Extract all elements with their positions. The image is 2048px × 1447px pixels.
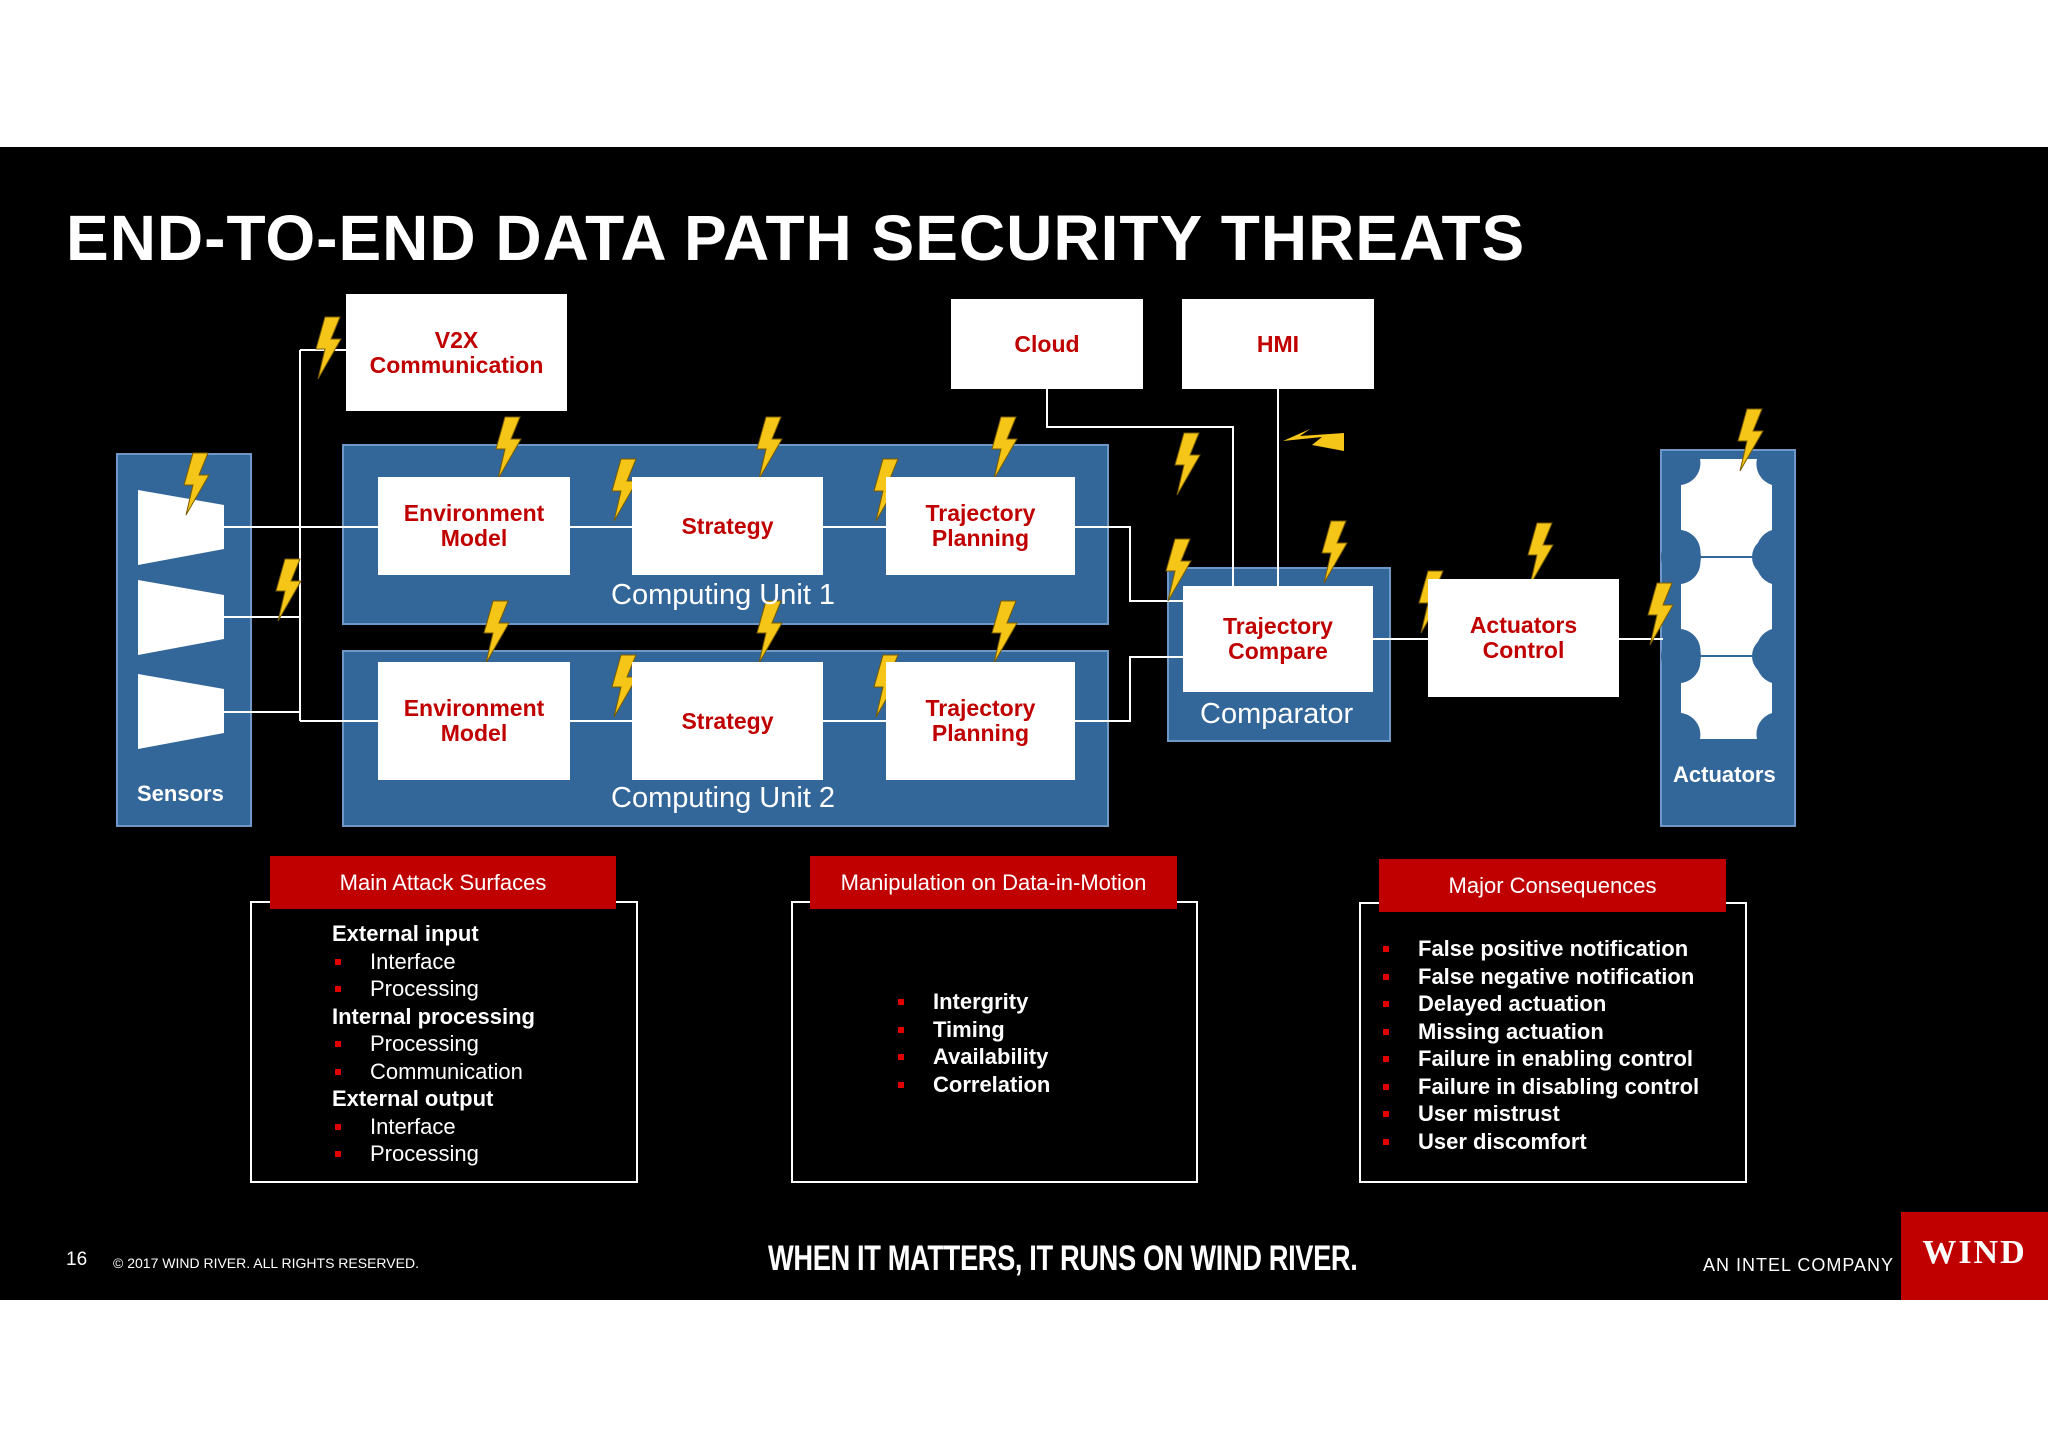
- lightning-bolt-icon: [275, 558, 302, 622]
- attack-item: Communication: [332, 1058, 622, 1086]
- consequence-item: False negative notification: [1380, 963, 1740, 991]
- manipulation-item: Timing: [895, 1016, 1175, 1044]
- sensor-shapes: [138, 490, 224, 749]
- wind-river-logo: WIND: [1901, 1212, 2048, 1300]
- comparator-label: Comparator: [1200, 698, 1354, 730]
- manipulation-item: Intergrity: [895, 988, 1175, 1016]
- lightning-bolt-icon: [483, 600, 510, 664]
- v2x-communication-box: V2X Communication: [346, 294, 567, 411]
- consequence-item: False positive notification: [1380, 935, 1740, 963]
- trajectory-compare-box: Trajectory Compare: [1183, 586, 1373, 692]
- lightning-bolt-icon: [1647, 582, 1674, 646]
- lightning-bolt-icon: [495, 416, 522, 480]
- lightning-bolt-icon: [1283, 429, 1344, 451]
- cu1-to-compare: [1075, 526, 1183, 602]
- tagline: WHEN IT MATTERS, IT RUNS ON WIND RIVER.: [768, 1239, 1358, 1278]
- lightning-bolt-icon: [991, 600, 1018, 664]
- attack-item: Processing: [332, 1030, 622, 1058]
- connector-lines: [224, 349, 1663, 722]
- sensor-icon: [138, 580, 224, 655]
- copyright: © 2017 WIND RIVER. ALL RIGHTS RESERVED.: [113, 1255, 419, 1271]
- cu1-environment-model: Environment Model: [378, 477, 570, 575]
- cloud-link: [1046, 389, 1234, 586]
- consequence-item: Missing actuation: [1380, 1018, 1740, 1046]
- lightning-bolt-icon: [1174, 432, 1201, 496]
- consequence-item: Failure in enabling control: [1380, 1045, 1740, 1073]
- slide-title: END-TO-END DATA PATH SECURITY THREATS: [66, 202, 1526, 274]
- attack-category: External output: [332, 1086, 494, 1111]
- lightning-bolt-icon: [756, 416, 783, 480]
- actuator-shapes: [1681, 459, 1772, 739]
- lightning-bolt-icon: [611, 654, 638, 718]
- attack-item: Processing: [332, 975, 622, 1003]
- intel-company-text: AN INTEL COMPANY: [1703, 1255, 1895, 1275]
- consequences-tab: Major Consequences: [1379, 859, 1726, 912]
- computing-unit-2-label: Computing Unit 2: [611, 782, 836, 814]
- cu1-trajectory-planning: Trajectory Planning: [886, 477, 1075, 575]
- sensors-label: Sensors: [137, 781, 224, 806]
- consequence-item: Delayed actuation: [1380, 990, 1740, 1018]
- attack-item: Processing: [332, 1140, 622, 1168]
- cloud-box: Cloud: [951, 299, 1143, 389]
- lightning-bolt-icon: [756, 600, 783, 664]
- actuators-control-box: Actuators Control: [1428, 579, 1619, 697]
- cu2-to-compare: [1075, 656, 1183, 722]
- manipulation-item: Correlation: [895, 1071, 1175, 1099]
- consequence-item: User mistrust: [1380, 1100, 1740, 1128]
- wind-river-logo-text: WIND: [1922, 1234, 2027, 1271]
- hmi-box: HMI: [1182, 299, 1374, 389]
- sensor-icon: [138, 674, 224, 749]
- diagram-graphics: [138, 316, 1792, 749]
- actuators-label: Actuators: [1673, 762, 1776, 787]
- attack-item: Interface: [332, 948, 622, 976]
- lightning-bolt-icon: [991, 416, 1018, 480]
- lightning-bolt-icon: [611, 458, 638, 522]
- computing-unit-1-label: Computing Unit 1: [611, 579, 836, 611]
- threat-bolts: [183, 316, 1764, 718]
- lightning-bolt-icon: [1737, 408, 1764, 472]
- actuator-notches: [1661, 537, 1792, 676]
- lightning-bolt-icon: [1165, 538, 1192, 602]
- sensor-icon: [138, 490, 224, 565]
- lightning-bolt-icon: [183, 452, 210, 516]
- cu1-strategy: Strategy: [632, 477, 823, 575]
- consequence-item: User discomfort: [1380, 1128, 1740, 1156]
- slide: END-TO-END DATA PATH SECURITY THREATS: [0, 147, 2048, 1300]
- lightning-bolt-icon: [315, 316, 342, 380]
- manipulation-tab: Manipulation on Data-in-Motion: [810, 856, 1177, 909]
- manipulation-item: Availability: [895, 1043, 1175, 1071]
- cu2-environment-model: Environment Model: [378, 662, 570, 780]
- consequence-item: Failure in disabling control: [1380, 1073, 1740, 1101]
- page-number: 16: [66, 1249, 88, 1270]
- cu2-strategy: Strategy: [632, 662, 823, 780]
- actuator-gear-icon: [1681, 558, 1772, 655]
- actuator-gear-icon: [1681, 657, 1772, 739]
- actuator-gear-icon: [1681, 459, 1772, 556]
- lightning-bolt-icon: [1527, 522, 1554, 586]
- attack-category: Internal processing: [332, 1003, 535, 1029]
- cu2-trajectory-planning: Trajectory Planning: [886, 662, 1075, 780]
- attack-surfaces-tab: Main Attack Surfaces: [270, 856, 616, 909]
- attack-item: Interface: [332, 1113, 622, 1141]
- attack-category: External input: [332, 921, 479, 946]
- lightning-bolt-icon: [1321, 520, 1348, 584]
